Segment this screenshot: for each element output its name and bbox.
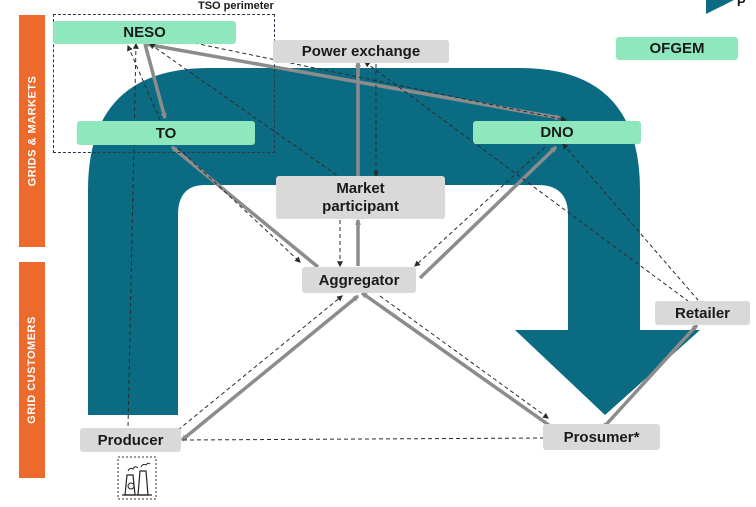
node-to[interactable]: TO bbox=[77, 121, 255, 145]
link-neso-dno bbox=[144, 42, 562, 121]
link-to-aggregator bbox=[170, 145, 320, 269]
link-dno-aggregator bbox=[418, 145, 558, 280]
dash-neso-market bbox=[149, 43, 339, 177]
node-ofgem-label: OFGEM bbox=[649, 40, 705, 57]
dash-dno-aggregator bbox=[414, 146, 546, 267]
node-retailer[interactable]: Retailer bbox=[655, 301, 750, 325]
dash-power-exchange-retailer bbox=[364, 61, 689, 302]
node-producer[interactable]: Producer bbox=[80, 428, 181, 452]
dash-producer-prosumer bbox=[182, 437, 545, 441]
side-label-grid-customers-text: GRID CUSTOMERS bbox=[26, 316, 39, 424]
node-producer-label: Producer bbox=[97, 431, 164, 449]
dash-neso-dno bbox=[159, 35, 568, 122]
link-prosumer-retailer bbox=[601, 323, 699, 430]
node-dno[interactable]: DNO bbox=[473, 121, 641, 144]
node-retailer-label: Retailer bbox=[674, 304, 731, 322]
side-label-grids-markets-text: GRIDS & MARKETS bbox=[26, 75, 38, 187]
power-plant-icon bbox=[117, 456, 157, 500]
node-neso[interactable]: NESO bbox=[53, 21, 236, 44]
dash-aggregator-prosumer bbox=[379, 295, 549, 419]
node-neso-label: NESO bbox=[123, 24, 166, 41]
node-power-exchange[interactable]: Power exchange bbox=[273, 40, 449, 63]
link-aggregator-prosumer bbox=[360, 291, 555, 430]
tso-perimeter-box bbox=[53, 14, 275, 153]
link-neso-to bbox=[143, 43, 167, 120]
solid-links bbox=[143, 42, 699, 442]
side-label-grid-customers: GRID CUSTOMERS bbox=[19, 262, 45, 478]
tso-perimeter-label: TSO perimeter bbox=[198, 0, 274, 12]
node-ofgem[interactable]: OFGEM bbox=[616, 37, 738, 60]
node-prosumer[interactable]: Prosumer* bbox=[543, 424, 660, 450]
node-dno-label: DNO bbox=[540, 124, 574, 141]
node-market-participant[interactable]: Market participant bbox=[276, 176, 445, 219]
node-aggregator-label: Aggregator bbox=[318, 271, 400, 289]
corner-arrow-icon bbox=[706, 0, 734, 14]
link-aggregator-producer bbox=[180, 294, 360, 442]
dash-producer-aggregator bbox=[177, 295, 343, 431]
dash-dno-retailer bbox=[562, 143, 699, 301]
corner-text: P bbox=[737, 0, 746, 9]
node-aggregator[interactable]: Aggregator bbox=[302, 267, 416, 293]
node-market-participant-label: Market participant bbox=[322, 179, 399, 215]
dashed-links bbox=[127, 35, 699, 441]
node-to-label: TO bbox=[155, 124, 177, 142]
side-label-grids-markets: GRIDS & MARKETS bbox=[19, 15, 45, 247]
node-power-exchange-label: Power exchange bbox=[301, 43, 421, 60]
node-prosumer-label: Prosumer* bbox=[563, 428, 640, 446]
dash-neso-producer bbox=[127, 42, 139, 429]
